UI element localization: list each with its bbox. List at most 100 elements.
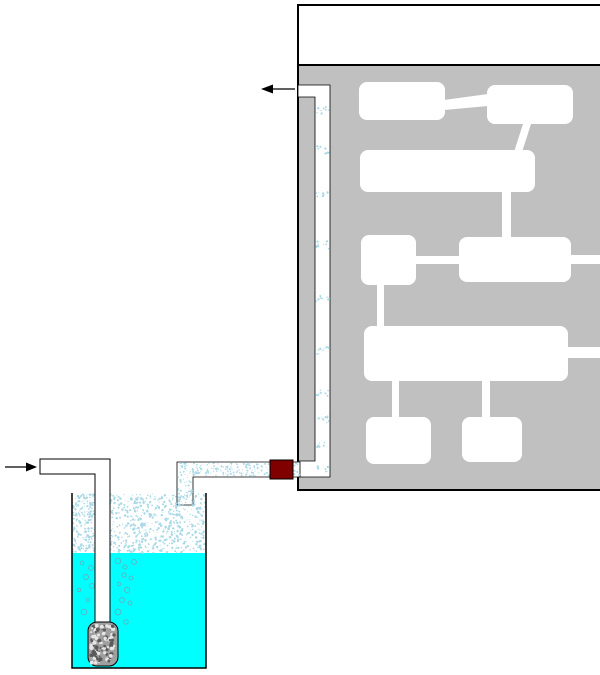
stone-grain [94,645,99,650]
foam-speck [207,471,209,474]
foam-speck [200,468,203,471]
foam-speck [124,526,126,529]
foam-speck [82,544,85,547]
foam-speck [321,110,323,112]
foam-speck [200,532,203,535]
foam-speck [163,538,167,542]
foam-speck [175,545,177,547]
foam-speck [183,542,186,545]
foam-speck [161,511,163,513]
foam-speck [182,470,185,473]
foam-speck [81,507,83,510]
foam-speck [137,519,140,521]
foam-speck [321,349,323,351]
foam-speck [198,542,200,543]
foam-speck [144,535,147,538]
foam-speck [73,539,76,542]
foam-speck [89,501,92,505]
foam-speck [324,392,327,395]
foam-speck [77,504,80,507]
foam-speck [317,243,319,245]
foam-speck [80,511,83,514]
stone-grain [95,627,100,632]
foam-speck [195,540,199,543]
foam-speck [200,537,202,539]
foam-speck [75,518,79,521]
foam-speck [199,502,202,505]
foam-speck [236,470,239,472]
foam-speck [155,506,158,510]
foam-speck [147,494,149,496]
foam-speck [294,470,296,472]
stone-grain [110,638,115,642]
foam-speck [133,527,136,530]
stone-grain [108,638,112,642]
foam-speck [126,505,129,508]
foam-speck [126,549,129,552]
foam-speck [175,513,179,517]
foam-speck [79,533,82,536]
foam-speck [73,526,75,528]
foam-speck [145,529,147,531]
foam-speck [123,493,125,495]
foam-speck [125,539,128,542]
foam-speck [186,498,188,500]
foam-speck [161,508,164,512]
foam-speck [177,538,180,541]
foam-speck [114,543,117,546]
stone-grain [112,633,116,637]
foam-speck [296,464,298,466]
foam-speck [84,519,86,522]
foam-speck [186,532,189,535]
foam-speck [294,462,298,465]
foam-speck [154,521,157,524]
foam-speck [139,507,141,509]
foam-speck [180,529,184,532]
foam-speck [112,528,114,530]
foam-speck [185,546,187,548]
foam-speck [144,534,147,536]
stone-grain [103,644,106,648]
foam-speck [328,109,330,111]
foam-speck [161,503,165,506]
foam-speck [110,529,113,532]
foam-speck [227,469,229,471]
foam-speck [90,527,93,530]
foam-speck [193,501,195,503]
bubble [122,564,128,570]
foam-speck [192,540,194,542]
foam-speck [263,473,266,476]
foam-speck [199,519,201,521]
foam-speck [92,549,96,552]
foam-speck [170,503,173,506]
foam-speck [82,547,85,550]
foam-speck [200,463,202,465]
foam-speck [317,107,320,110]
foam-speck [178,513,181,515]
foam-speck [147,505,150,508]
foam-speck [129,546,130,547]
foam-speck [163,494,166,497]
foam-speck [132,547,135,550]
foam-speck [151,493,153,495]
foam-speck [175,547,176,549]
foam-speck [128,535,131,538]
foam-speck [200,513,202,515]
foam-speck [76,525,78,527]
foam-speck [142,548,144,550]
outlet-pipe-foam [177,462,301,504]
foam-speck [159,544,161,546]
foam-speck [138,530,140,532]
foam-speck [130,515,132,518]
bubble [121,572,127,578]
foam-speck [91,514,94,516]
foam-speck [250,463,252,465]
foam-speck [316,244,320,248]
foam-speck [199,547,202,550]
foam-speck [251,469,253,471]
foam-speck [250,471,253,474]
foam-speck [172,499,174,501]
foam-speck [144,500,146,502]
foam-speck [193,503,196,506]
foam-speck [189,490,192,493]
